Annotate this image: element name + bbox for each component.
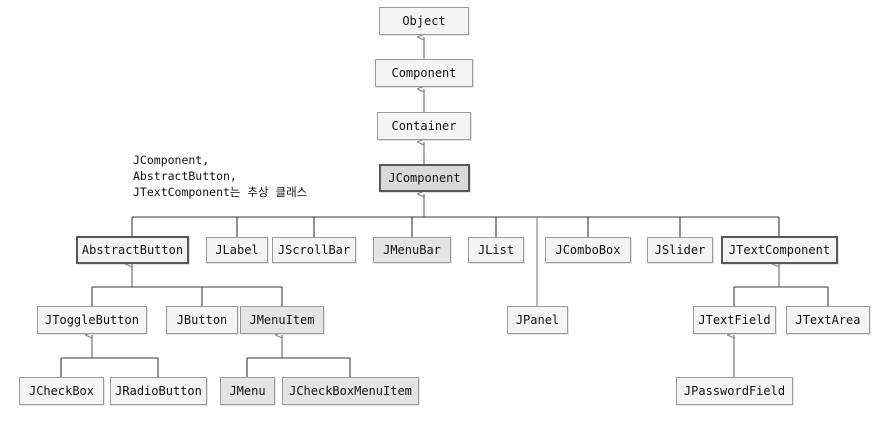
class-box-jcheckboxmenuitem[interactable]: JCheckBoxMenuItem (282, 377, 419, 405)
class-box-jbutton[interactable]: JButton (166, 306, 238, 334)
class-box-jlist[interactable]: JList (468, 237, 524, 263)
class-box-object[interactable]: Object (379, 7, 469, 35)
class-box-jpanel[interactable]: JPanel (507, 306, 568, 334)
class-box-jpasswordfield[interactable]: JPasswordField (676, 377, 793, 405)
class-box-jcheckbox[interactable]: JCheckBox (19, 377, 104, 405)
edge-bus-jtextcomponent-children (733, 260, 829, 306)
class-box-jtogglebutton[interactable]: JToggleButton (37, 306, 147, 334)
class-box-jmenubar[interactable]: JMenuBar (373, 237, 451, 263)
edge-bus-jtogglebutton-children (60, 331, 159, 377)
class-box-jmenu[interactable]: JMenu (220, 377, 275, 405)
class-box-jcomponent[interactable]: JComponent (379, 164, 470, 192)
class-box-abstractbutton[interactable]: AbstractButton (76, 236, 189, 264)
edge-bus-abstractbutton-children (91, 260, 283, 306)
edge-bus-jcomponent-children (131, 190, 780, 237)
class-box-jcombobox[interactable]: JComboBox (545, 237, 631, 263)
class-box-jslider[interactable]: JSlider (647, 237, 713, 263)
class-box-jscrollbar[interactable]: JScrollBar (272, 237, 356, 263)
class-box-jtextcomponent[interactable]: JTextComponent (721, 236, 838, 264)
class-box-component[interactable]: Component (375, 59, 473, 87)
class-box-jlabel[interactable]: JLabel (206, 237, 268, 263)
abstract-classes-note: JComponent, AbstractButton, JTextCompone… (133, 153, 308, 199)
edge-bus-jmenuitem-children (246, 331, 351, 377)
class-box-jtextfield[interactable]: JTextField (693, 306, 776, 334)
class-box-jtextarea[interactable]: JTextArea (786, 306, 870, 334)
class-box-jmenuitem[interactable]: JMenuItem (240, 306, 324, 334)
class-box-jradiobutton[interactable]: JRadioButton (110, 377, 207, 405)
class-box-container[interactable]: Container (377, 112, 471, 140)
